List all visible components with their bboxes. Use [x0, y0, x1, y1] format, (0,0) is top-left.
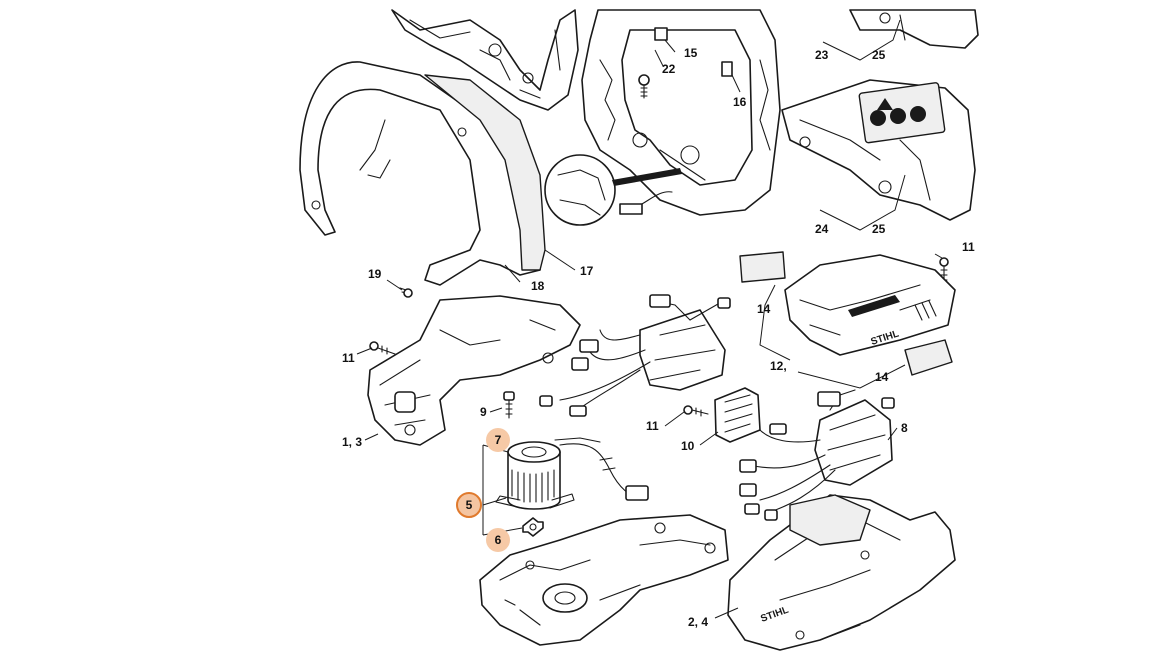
part-gearbox-housing: [479, 514, 729, 646]
callout-6[interactable]: 6: [486, 528, 510, 552]
screw-11-left: [369, 341, 396, 355]
callout-14-top[interactable]: 14: [757, 302, 771, 316]
part-pad-14-bottom: [904, 339, 953, 376]
part-electronics-module: [739, 389, 895, 521]
callout-25-top[interactable]: 25: [872, 48, 886, 62]
callout-16[interactable]: 16: [733, 95, 747, 109]
detail-inset: [544, 154, 682, 226]
part-cover-warning: [781, 79, 976, 221]
part-loop-handle: [299, 61, 546, 286]
part-cover-top: [849, 9, 979, 49]
callout-12-13[interactable]: 12,: [770, 359, 787, 373]
screw-9: [503, 391, 515, 419]
part-upper-housing-left: [391, 9, 579, 111]
callout-15[interactable]: 15: [684, 46, 698, 60]
part-handle-housing: [367, 295, 581, 446]
callout-7[interactable]: 7: [486, 428, 510, 452]
callout-11-left[interactable]: 11: [342, 351, 355, 365]
callout-17[interactable]: 17: [580, 264, 594, 278]
part-gear: [522, 517, 544, 537]
part-rear-cover: STIHL: [784, 254, 956, 356]
callout-11-right[interactable]: 11: [962, 240, 975, 254]
callout-9[interactable]: 9: [480, 405, 487, 419]
part-upper-housing-right: [581, 9, 781, 216]
callout-22[interactable]: 22: [662, 62, 676, 76]
callout-18[interactable]: 18: [531, 279, 545, 293]
screw-22: [638, 74, 650, 99]
callout-11-mid[interactable]: 11: [646, 419, 659, 433]
callout-2-4[interactable]: 2, 4: [688, 615, 709, 629]
part-motor: [495, 437, 649, 510]
callout-23[interactable]: 23: [815, 48, 829, 62]
part-plate-10: [714, 387, 761, 443]
screw-19: [399, 287, 413, 298]
leader-lines: [356, 19, 943, 619]
callout-25-bottom[interactable]: 25: [872, 222, 886, 236]
part-pad-14-top: [739, 251, 786, 283]
callout-5[interactable]: 5: [456, 492, 482, 518]
callout-14-bottom[interactable]: 14: [875, 370, 889, 384]
callout-8[interactable]: 8: [901, 421, 908, 435]
screw-11-right: [939, 257, 949, 283]
screw-11-mid: [683, 405, 709, 417]
part-lower-shell: STIHL: [727, 494, 956, 651]
callout-1-3[interactable]: 1, 3: [342, 435, 363, 449]
callout-24[interactable]: 24: [815, 222, 829, 236]
callout-19[interactable]: 19: [368, 267, 382, 281]
callout-10[interactable]: 10: [681, 439, 695, 453]
part-wiring-harness-upper: [539, 294, 731, 417]
